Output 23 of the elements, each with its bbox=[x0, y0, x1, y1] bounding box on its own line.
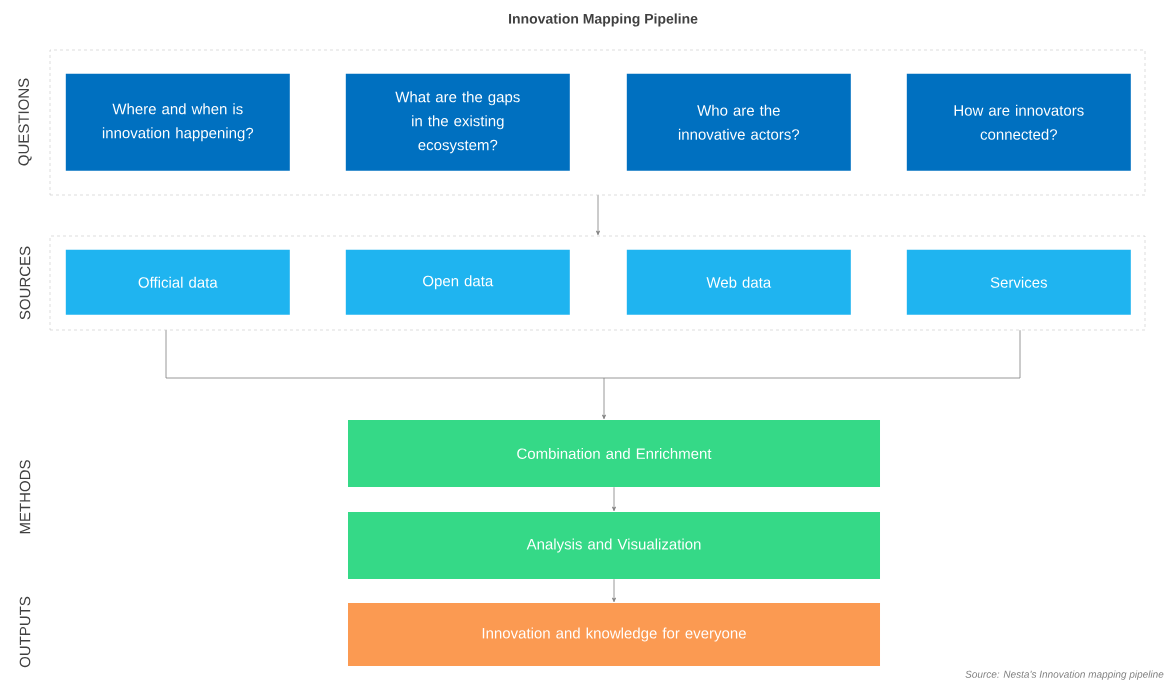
method-box: Analysis and Visualization bbox=[348, 512, 880, 579]
source-box: Services bbox=[906, 249, 1131, 315]
method-box: Combination and Enrichment bbox=[348, 420, 880, 487]
row-label: METHODS bbox=[19, 460, 31, 534]
source-note: Source: Nesta’s Innovation mapping pipeline bbox=[965, 670, 1164, 680]
output-box: Innovation and knowledge for everyone bbox=[348, 603, 880, 666]
source-box: Open data bbox=[345, 249, 570, 315]
group-frame bbox=[49, 49, 1146, 196]
arrow bbox=[596, 194, 600, 236]
source-box: Web data bbox=[626, 249, 851, 315]
arrow bbox=[612, 486, 616, 512]
arrow bbox=[165, 329, 1021, 420]
row-label: OUTPUTS bbox=[19, 596, 31, 668]
question-box: Who are the innovative actors? bbox=[626, 73, 851, 171]
question-box: How are innovators connected? bbox=[906, 73, 1131, 171]
title: Innovation Mapping Pipeline bbox=[509, 13, 698, 27]
row-label: QUESTIONS bbox=[18, 78, 32, 166]
arrow bbox=[612, 578, 616, 603]
row-label: SOURCES bbox=[19, 246, 31, 320]
group-frame bbox=[49, 235, 1146, 331]
question-box: What are the gaps in the existing ecosystem? bbox=[345, 73, 570, 171]
question-box: Where and when is innovation happening? bbox=[65, 73, 290, 171]
source-box: Official data bbox=[65, 249, 290, 315]
